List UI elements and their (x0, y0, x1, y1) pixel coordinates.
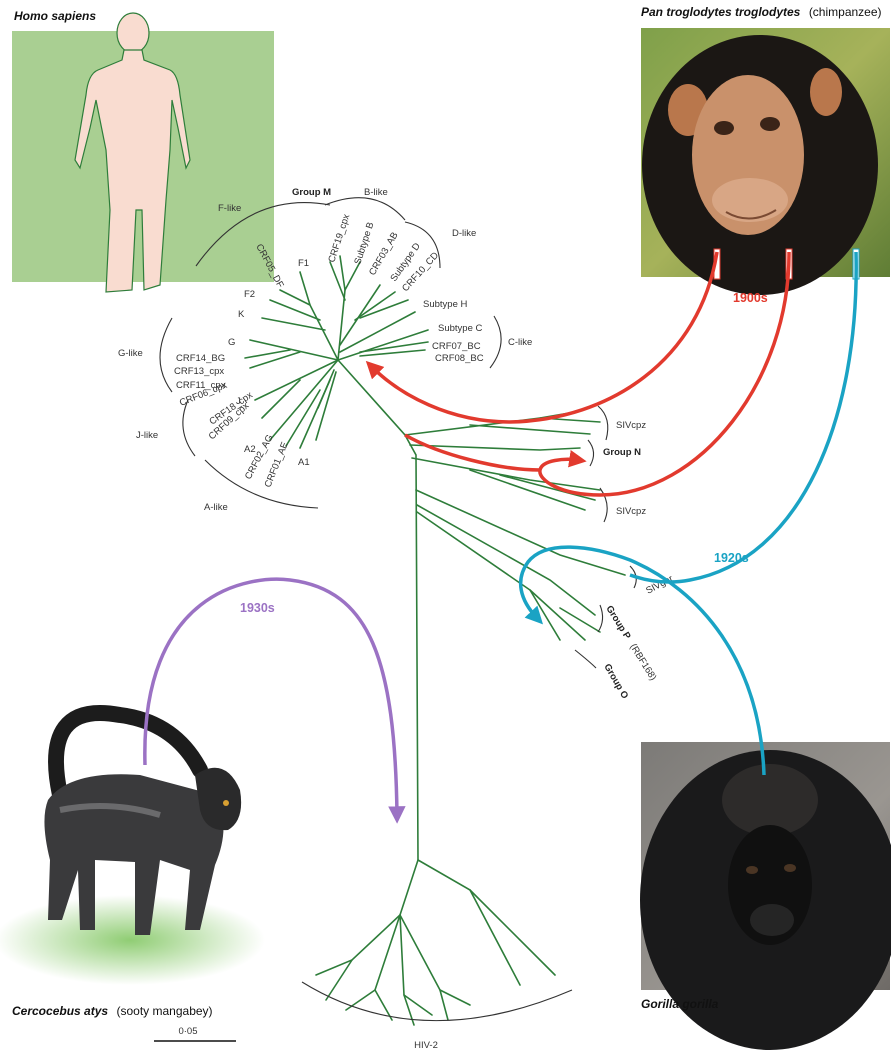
label-g: G (228, 337, 235, 348)
m-branch-b2 (345, 262, 360, 290)
label-k: K (238, 309, 245, 320)
label-hiv2: HIV-2 (414, 1040, 438, 1051)
c-like-bracket (490, 316, 501, 368)
group-o-bracket (575, 650, 596, 668)
sivcpz-branch-3 (470, 425, 590, 434)
m-branch-b1 (338, 256, 345, 360)
m-branch-j1 (255, 360, 338, 400)
group-o-branch-3 (560, 608, 600, 632)
sivcpz1-bracket (598, 406, 608, 440)
hiv2-branch-6 (404, 995, 432, 1015)
chimp-panel: Pan troglodytes troglodytes (chimpanzee) (641, 3, 890, 295)
label-group-m: Group M (292, 187, 331, 198)
decade-1930s: 1930s (240, 601, 275, 615)
decade-1900s: 1900s (733, 291, 768, 305)
chimp-image-icon (642, 35, 878, 295)
human-panel: Homo sapiens (12, 9, 274, 292)
label-f2: F2 (244, 289, 255, 300)
chimp-species-label: Pan troglodytes troglodytes (chimpanzee) (641, 3, 882, 20)
group-n-bracket (588, 440, 594, 466)
decade-1920s: 1920s (714, 551, 749, 565)
hiv2-branch-3 (346, 915, 400, 1010)
mangabey-panel: Cercocebus atys (sooty mangabey) 0·05 (0, 713, 265, 1041)
m-branch-f1 (300, 272, 338, 360)
group-o-branch-2 (530, 590, 585, 640)
hiv2-branch-5 (400, 915, 414, 1025)
tree-trunk (338, 360, 418, 915)
j-like-bracket (183, 400, 195, 456)
b-like-bracket (325, 198, 405, 220)
m-branch-k (262, 318, 325, 330)
m-branch-d3 (360, 300, 408, 318)
label-subtype-b: Subtype B (352, 221, 376, 266)
group-n-red-connector (405, 435, 540, 470)
label-g-like: G-like (118, 348, 143, 359)
hiv2-bracket (302, 982, 572, 1021)
label-a1: A1 (298, 457, 310, 468)
gorilla-panel: Gorilla gorilla (640, 742, 891, 1050)
label-group-n: Group N (603, 447, 641, 458)
group-p-bracket (598, 605, 603, 632)
label-crf07: CRF07_BC (432, 341, 481, 352)
label-c-like: C-like (508, 337, 532, 348)
label-crf08: CRF08_BC (435, 353, 484, 364)
sivcpz2-branch-1 (412, 458, 600, 490)
label-d-like: D-like (452, 228, 476, 239)
chimp-to-group-m-arrow (372, 252, 717, 422)
m-branch-g1 (250, 340, 338, 360)
g-like-bracket (160, 318, 172, 392)
label-b-like: B-like (364, 187, 388, 198)
group-o-branch-1 (417, 512, 560, 640)
gorilla-species-label: Gorilla gorilla (641, 997, 719, 1011)
label-subtype-c: Subtype C (438, 323, 482, 334)
m-branch-d2 (355, 292, 395, 320)
human-species-label: Homo sapiens (14, 9, 96, 23)
hiv2-branch-9 (418, 860, 520, 985)
grass-shadow (0, 895, 265, 985)
label-crf13: CRF13_cpx (174, 366, 224, 377)
hiv2-branch-10 (470, 890, 555, 975)
m-branch-b3 (330, 262, 345, 300)
hiv2-branch-8 (440, 990, 448, 1020)
sivcpz2-bracket (600, 488, 607, 522)
label-sivcpz-2: SIVcpz (616, 506, 646, 517)
m-branch-g3 (250, 352, 300, 368)
label-f-like: F-like (218, 203, 241, 214)
hiv2-branch-1 (316, 915, 400, 975)
label-a-like: A-like (204, 502, 228, 513)
label-group-o: Group O (601, 662, 630, 701)
mangabey-species-label: Cercocebus atys (sooty mangabey) (12, 1002, 213, 1019)
group-p-branch (417, 505, 595, 615)
m-branch-d1 (340, 285, 380, 345)
label-sivcpz-1: SIVcpz (616, 420, 646, 431)
label-f1: F1 (298, 258, 309, 269)
label-subtype-h: Subtype H (423, 299, 467, 310)
scale-bar-label: 0·05 (178, 1026, 197, 1037)
label-crf14: CRF14_BG (176, 353, 225, 364)
label-a2: A2 (244, 444, 256, 455)
hiv2-branch-7 (400, 915, 470, 1005)
label-j-like: J-like (136, 430, 158, 441)
m-branch-a2 (286, 390, 320, 446)
